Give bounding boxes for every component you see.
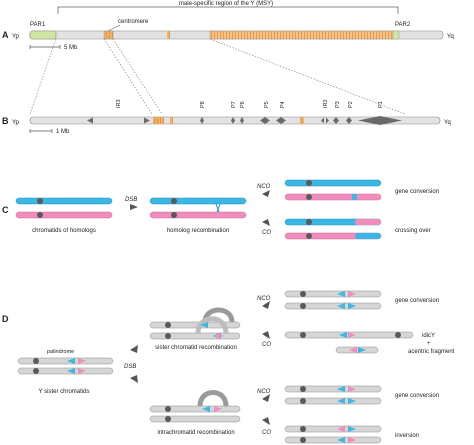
gene-conversion-label-d-bottom: gene conversion	[395, 393, 439, 399]
scale-label-b: 1 Mb	[56, 129, 70, 135]
yq-label-a: Yq	[447, 34, 454, 40]
p7-mark	[231, 117, 235, 124]
homolog-chromatids	[15, 197, 113, 219]
nco-arrow-d-top	[262, 301, 270, 309]
dsb-label-c: DSB	[125, 197, 137, 203]
par1-region	[29, 30, 57, 40]
palindrome-label-p1: P1	[378, 101, 384, 108]
palindrome-arrows	[87, 116, 402, 125]
palindrome-label-p6: P6	[240, 101, 246, 108]
p4-mark	[276, 117, 286, 124]
palindrome-label-d: palindrome	[47, 349, 74, 355]
p1-arrow-right	[380, 116, 402, 125]
ir3-arrow-right	[144, 117, 150, 124]
homolog-label: homolog recombination	[167, 228, 229, 234]
inversion-result	[284, 425, 382, 444]
par2-label: PAR2	[395, 22, 411, 28]
centromere-region-a	[103, 30, 114, 40]
palindrome-labels: IR3 P8 P7 P6 P5 P4 IR2 P3 P2 P1	[116, 99, 384, 108]
p2-mark	[346, 117, 352, 124]
nco-arrow-c	[262, 190, 270, 197]
intrachromatid-recombination	[149, 390, 241, 423]
crossing-over-result	[284, 218, 382, 240]
sister-recombination	[149, 307, 241, 340]
p3-mark	[333, 117, 339, 124]
heterochromatin-b1	[170, 117, 173, 124]
centromere-pointer	[107, 24, 121, 32]
co-arrow-d-bottom	[262, 417, 270, 425]
nco-label-d-bottom: NCO	[257, 389, 271, 395]
palindrome-label-p4: P4	[280, 101, 286, 108]
p6-mark	[240, 117, 244, 124]
gene-conversion-label-c: gene conversion	[395, 189, 439, 195]
p8-mark	[200, 117, 204, 124]
dsb-arrow-c	[130, 204, 138, 210]
sister-recomb-label: sister chromatid recombination	[155, 345, 237, 351]
palindrome-label-p7: P7	[231, 101, 237, 108]
sister-label: Y sister chromatids	[39, 389, 90, 395]
nco-label-d-top: NCO	[257, 296, 271, 302]
heterochromatin-block	[209, 30, 394, 40]
acentric-label: acentric fragment	[408, 349, 455, 355]
dsb-arrow-down	[130, 375, 138, 383]
panel-label-d: D	[2, 314, 9, 324]
idicy-label: idicY	[422, 333, 435, 339]
dsb-label-d: DSB	[124, 364, 136, 370]
y-sister-chromatids	[17, 357, 114, 375]
crossing-over-label: crossing over	[395, 228, 431, 234]
yp-label-a: Yp	[12, 34, 20, 40]
ir2-arrow-right	[326, 117, 329, 124]
p5-mark	[260, 117, 270, 124]
centromere-region-b	[153, 117, 164, 124]
co-arrow-d-top	[262, 331, 270, 339]
panel-b: B Yp Yq IR3 P8 P7 P6 P5	[2, 99, 451, 135]
panel-a: A male-specific region of the Y (MSY) PA…	[2, 1, 454, 51]
panel-label-a: A	[2, 30, 9, 40]
homolog-recombination	[149, 197, 247, 219]
chromatids-label: chromatids of homologs	[32, 228, 96, 234]
scale-label-a: 5 Mb	[64, 45, 78, 51]
centromere-label: centromere	[118, 19, 149, 25]
yp-label-b: Yp	[12, 120, 20, 126]
co-label-d-top: CO	[262, 342, 271, 348]
nco-arrow-d-bottom	[262, 394, 270, 402]
gene-conversion-result-c	[284, 179, 382, 201]
palindrome-label-p5: P5	[264, 101, 270, 108]
co-label-d-bottom: CO	[262, 430, 271, 436]
idicy-result	[284, 331, 414, 339]
plus-label: +	[427, 341, 431, 347]
p1-arrow-left	[358, 116, 380, 125]
gene-conversion-label-d-top: gene conversion	[395, 298, 439, 304]
msy-bracket	[57, 6, 399, 14]
heterochromatin-small-a	[167, 31, 170, 39]
zoom-lines	[29, 38, 406, 115]
panel-label-c: C	[2, 205, 9, 215]
par2-region	[392, 30, 400, 40]
palindrome-label-p2: P2	[348, 101, 354, 108]
co-label-c: CO	[262, 230, 271, 236]
gene-conversion-result-d-top	[284, 290, 382, 310]
par1-label: PAR1	[30, 22, 46, 28]
acentric-fragment	[335, 346, 379, 354]
panel-d: D palindrome Y sister chromatids DSB	[2, 290, 455, 444]
yq-label-b: Yq	[444, 120, 451, 126]
intra-recomb-label: intrachromatid recombination	[157, 430, 234, 436]
palindrome-label-p8: P8	[200, 101, 206, 108]
nco-label-c: NCO	[257, 184, 271, 190]
msy-label: male-specific region of the Y (MSY)	[179, 1, 273, 7]
ir3-arrow-left	[87, 117, 93, 124]
co-arrow-c	[262, 219, 270, 226]
panel-c: C chromatids of homologs DSB homolog rec…	[2, 179, 439, 240]
ir2-arrow-left	[321, 117, 324, 124]
dsb-arrow-up	[130, 345, 138, 353]
palindrome-label-ir3: IR3	[116, 99, 122, 108]
gene-conversion-result-d-bottom	[284, 385, 382, 405]
panel-label-b: B	[2, 116, 9, 126]
palindrome-label-ir2: IR2	[323, 99, 329, 108]
heterochromatin-b2	[300, 117, 304, 124]
inversion-label: inversion	[395, 433, 419, 439]
palindrome-label-p3: P3	[335, 101, 341, 108]
